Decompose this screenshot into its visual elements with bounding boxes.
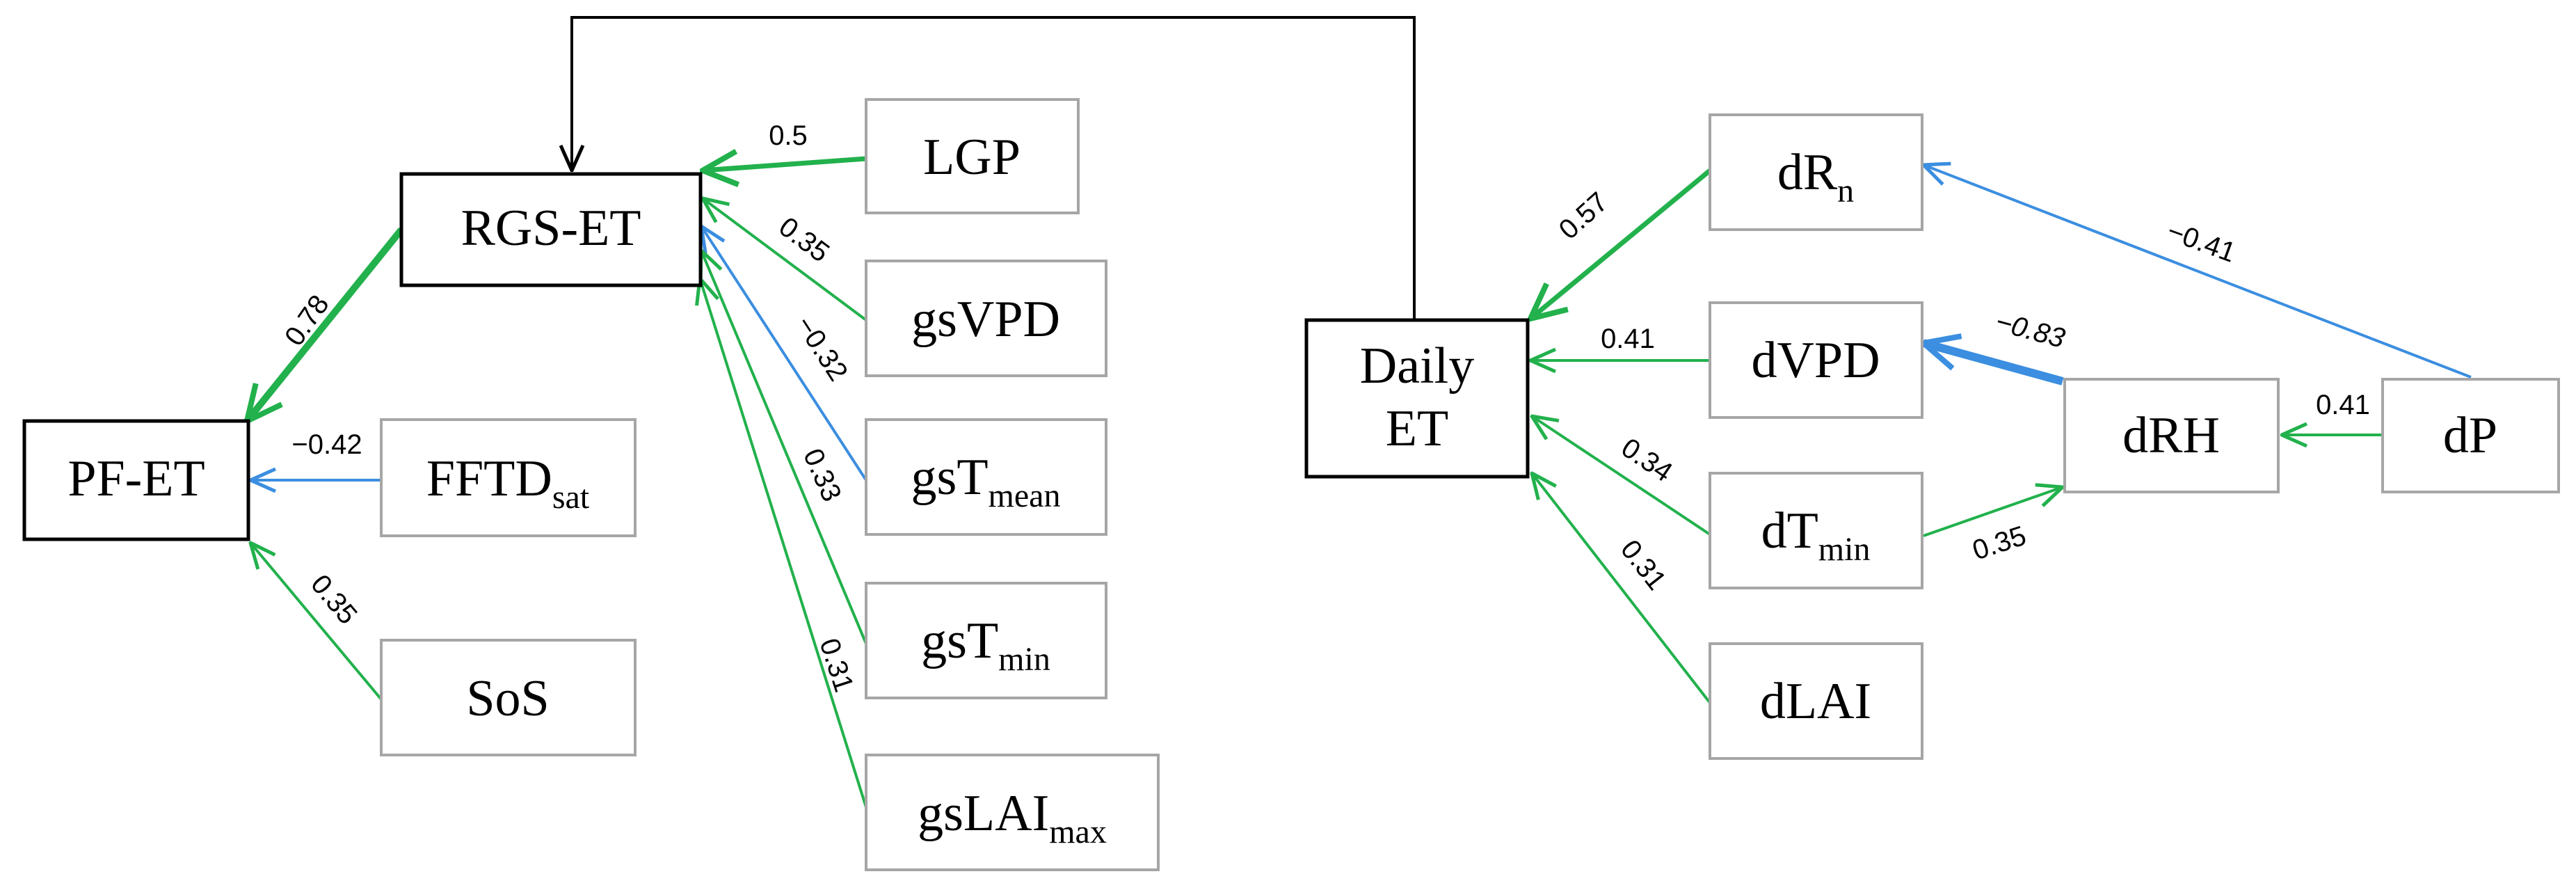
coef-dp-drh: 0.41 [2316, 390, 2370, 420]
node-lgp-label: LGP [923, 129, 1021, 186]
svg-text:dP: dP [2443, 407, 2497, 464]
node-dlai: dLAI [1709, 642, 1923, 760]
coef-dp-drn: −0.41 [2163, 216, 2239, 269]
node-drn: dRn [1709, 113, 1923, 231]
svg-text:gsVPD: gsVPD [911, 291, 1060, 348]
edge-dtmin-daily [1532, 416, 1711, 536]
node-dvpd: dVPD [1709, 301, 1923, 419]
node-fftd-sat: FFTDsat [380, 418, 637, 537]
node-gslai-label: gsLAI [918, 785, 1049, 842]
edge-rgs-pf [247, 227, 404, 421]
edge-lgp-rgs [703, 159, 867, 170]
coef-lgp-rgs: 0.5 [769, 120, 808, 151]
node-gstmean-subscript: mean [989, 477, 1061, 514]
node-gsvpd-label: gsVPD [911, 291, 1060, 348]
node-dp-label: dP [2443, 407, 2497, 464]
node-drh-label: dRH [2122, 407, 2220, 464]
coef-fftd-pf: −0.42 [291, 429, 362, 460]
node-gstmin-subscript: min [998, 641, 1050, 678]
svg-text:PF-ET: PF-ET [67, 450, 205, 507]
node-drn-label: dR [1777, 144, 1838, 201]
svg-text:Daily: Daily [1360, 337, 1474, 395]
node-lgp: LGP [865, 98, 1080, 214]
svg-text:gsTmin: gsTmin [921, 612, 1050, 678]
edge-dp-drn [1923, 165, 2472, 379]
coef-gslai-rgs: 0.31 [813, 635, 859, 696]
node-dp: dP [2381, 378, 2560, 493]
node-dtmin-subscript: min [1818, 531, 1871, 568]
svg-text:dTmin: dTmin [1761, 502, 1871, 568]
node-pf-et: PF-ET [22, 419, 250, 541]
node-fftd-label: FFTD [426, 450, 552, 507]
node-gstmean-label: gsT [911, 449, 989, 506]
svg-text:dRH: dRH [2122, 407, 2220, 464]
node-gslaimax: gsLAImax [865, 754, 1160, 871]
feedback-arrow-daily-to-rgs [572, 16, 1416, 320]
svg-text:dRn: dRn [1777, 144, 1854, 209]
svg-text:dLAI: dLAI [1760, 673, 1871, 730]
node-sos-label: SoS [466, 670, 549, 727]
node-drn-subscript: n [1837, 173, 1854, 209]
node-gstmin-label: gsT [921, 612, 998, 669]
svg-text:gsTmean: gsTmean [911, 449, 1061, 514]
coef-dtmin-drh: 0.35 [1969, 521, 2030, 566]
edge-drn-daily [1530, 168, 1712, 319]
svg-text:SoS: SoS [466, 670, 549, 727]
coef-drh-dvpd: −0.83 [1992, 306, 2068, 354]
node-gstmin: gsTmin [865, 582, 1107, 699]
node-dtmin-label: dT [1761, 502, 1818, 559]
edge-drh-dvpd [1923, 343, 2064, 386]
edge-gslai-rgs [700, 278, 867, 808]
svg-text:gsLAImax: gsLAImax [918, 785, 1107, 850]
node-sos: SoS [380, 639, 637, 756]
node-rgs-et: RGS-ET [399, 172, 703, 287]
node-gsvpd: gsVPD [865, 260, 1107, 377]
node-dlai-label: dLAI [1760, 673, 1871, 730]
node-dvpd-label: dVPD [1751, 332, 1880, 389]
coef-sos-pf: 0.35 [305, 569, 363, 630]
edge-gsvpd-rgs [703, 198, 867, 321]
edge-gstmean-rgs [701, 226, 867, 482]
node-drh: dRH [2063, 378, 2280, 493]
edge-dtmin-drh [1923, 487, 2063, 537]
node-gstmean: gsTmean [865, 418, 1107, 536]
node-gslai-subscript: max [1049, 813, 1107, 850]
edge-sos-pf [250, 543, 383, 701]
node-daily-et-line2: ET [1386, 400, 1448, 457]
coef-gsvpd-rgs: 0.35 [773, 212, 835, 269]
coef-dvpd-daily: 0.41 [1601, 324, 1655, 354]
node-fftd-subscript: sat [552, 479, 590, 516]
coef-dlai-daily: 0.31 [1615, 534, 1672, 596]
svg-text:LGP: LGP [923, 129, 1021, 186]
node-daily-et-line1: Daily [1360, 337, 1474, 395]
node-daily-et: Daily ET [1304, 318, 1530, 479]
node-dtmin: dTmin [1709, 472, 1923, 589]
svg-text:dVPD: dVPD [1751, 332, 1880, 389]
edge-dlai-daily [1532, 473, 1711, 704]
coef-drn-daily: 0.57 [1553, 186, 1614, 246]
node-rgs-et-label: RGS-ET [461, 200, 641, 257]
node-pf-et-label: PF-ET [67, 450, 205, 507]
svg-text:ET: ET [1386, 400, 1448, 457]
svg-text:RGS-ET: RGS-ET [461, 200, 641, 257]
svg-text:FFTDsat: FFTDsat [426, 450, 590, 516]
edge-gstmin-rgs [701, 251, 867, 644]
